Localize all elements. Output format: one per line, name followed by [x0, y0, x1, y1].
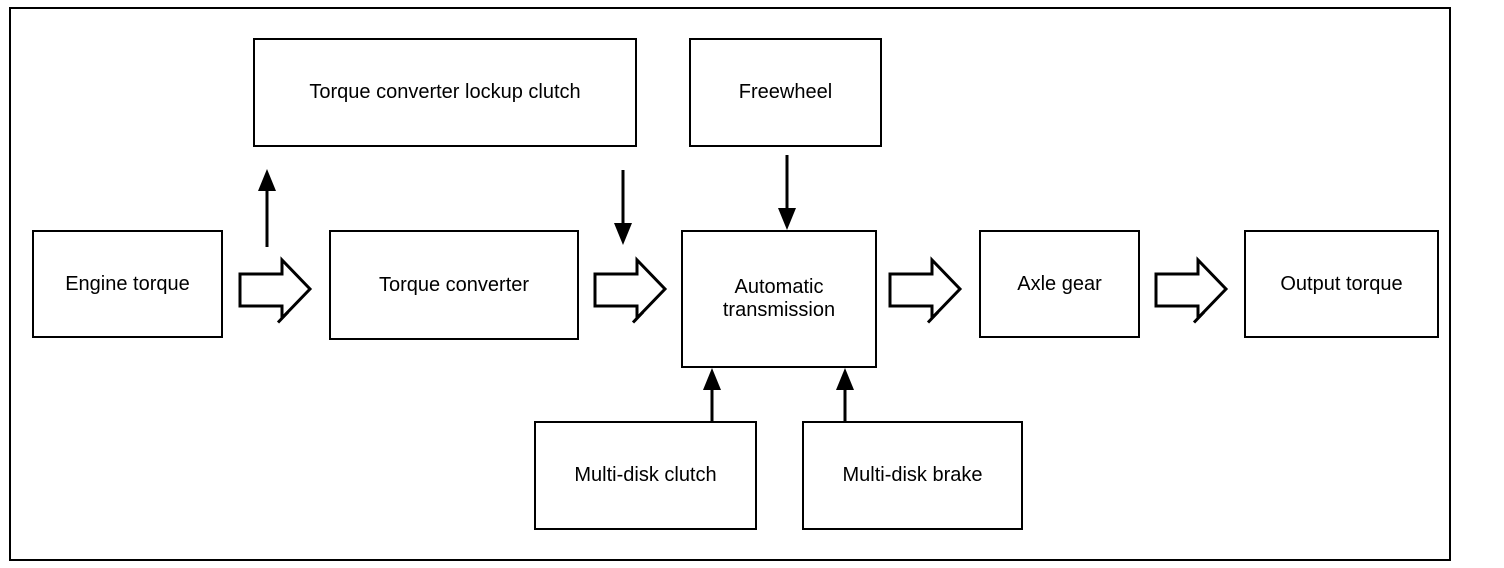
node-freewheel: Freewheel	[689, 38, 882, 147]
node-axle-gear: Axle gear	[979, 230, 1140, 338]
node-torque-converter-lockup-clutch: Torque converter lockup clutch	[253, 38, 637, 147]
node-label: Freewheel	[738, 81, 833, 103]
node-label: Engine torque	[65, 272, 190, 295]
node-output-torque: Output torque	[1244, 230, 1439, 338]
node-label: Multi-disk brake	[842, 464, 983, 486]
node-engine-torque: Engine torque	[32, 230, 223, 338]
diagram-outer-frame	[9, 7, 1451, 561]
arrow-up-icon	[257, 169, 277, 247]
node-label: Automatic transmission	[722, 276, 836, 321]
node-label: Axle gear	[1017, 272, 1102, 295]
block-arrow-right-icon	[888, 256, 963, 326]
node-automatic-transmission: Automatic transmission	[681, 230, 877, 368]
node-torque-converter: Torque converter	[329, 230, 579, 340]
node-label: Torque converter	[378, 273, 530, 296]
node-label: Multi-disk clutch	[574, 464, 717, 486]
node-multi-disk-clutch: Multi-disk clutch	[534, 421, 757, 530]
block-arrow-right-icon	[238, 256, 313, 326]
arrow-up-icon	[702, 368, 722, 421]
node-label: Output torque	[1280, 272, 1403, 295]
node-label: Torque converter lockup clutch	[309, 81, 581, 103]
arrow-down-icon	[613, 170, 633, 245]
block-arrow-right-icon	[1154, 256, 1229, 326]
node-multi-disk-brake: Multi-disk brake	[802, 421, 1023, 530]
arrow-down-icon	[777, 155, 797, 230]
block-arrow-right-icon	[593, 256, 668, 326]
arrow-up-icon	[835, 368, 855, 421]
